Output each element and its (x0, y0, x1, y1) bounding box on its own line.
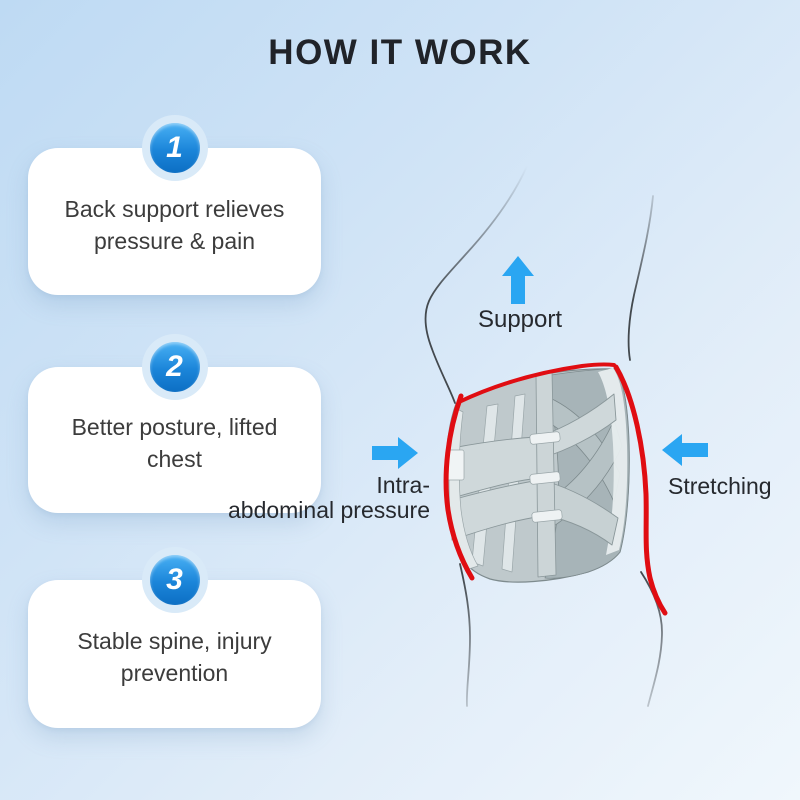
pressure-arrow-icon (372, 437, 418, 469)
compression-highlight (443, 362, 668, 616)
step-1-text: Back support relieves pressure & pain (64, 195, 285, 254)
intra-abdominal-pressure-label: Intra- abdominal pressure (228, 473, 430, 523)
step-card-1: 1 Back support relieves pressure & pain (28, 123, 321, 295)
intra-label-line1: Intra- (376, 472, 430, 498)
stretching-label: Stretching (668, 473, 772, 499)
step-1-number-badge: 1 (149, 123, 200, 173)
support-label: Support (477, 306, 563, 333)
step-2-text: Better posture, lifted chest (71, 414, 278, 472)
intra-label-line2: abdominal pressure (227, 496, 430, 523)
step-3-text: Stable spine, injury prevention (77, 628, 272, 686)
page-title: HOW IT WORK (268, 33, 532, 72)
stretching-arrow-icon (662, 434, 708, 466)
step-card-2: 2 Better posture, lifted chest (28, 342, 321, 513)
body-outline (424, 165, 663, 707)
step-3-number-badge: 3 (149, 555, 200, 605)
support-arrow-icon (502, 256, 534, 304)
step-2-number-badge: 2 (149, 342, 200, 392)
step-card-3: 3 Stable spine, injury prevention (28, 555, 321, 728)
brace-graphic (445, 368, 630, 583)
